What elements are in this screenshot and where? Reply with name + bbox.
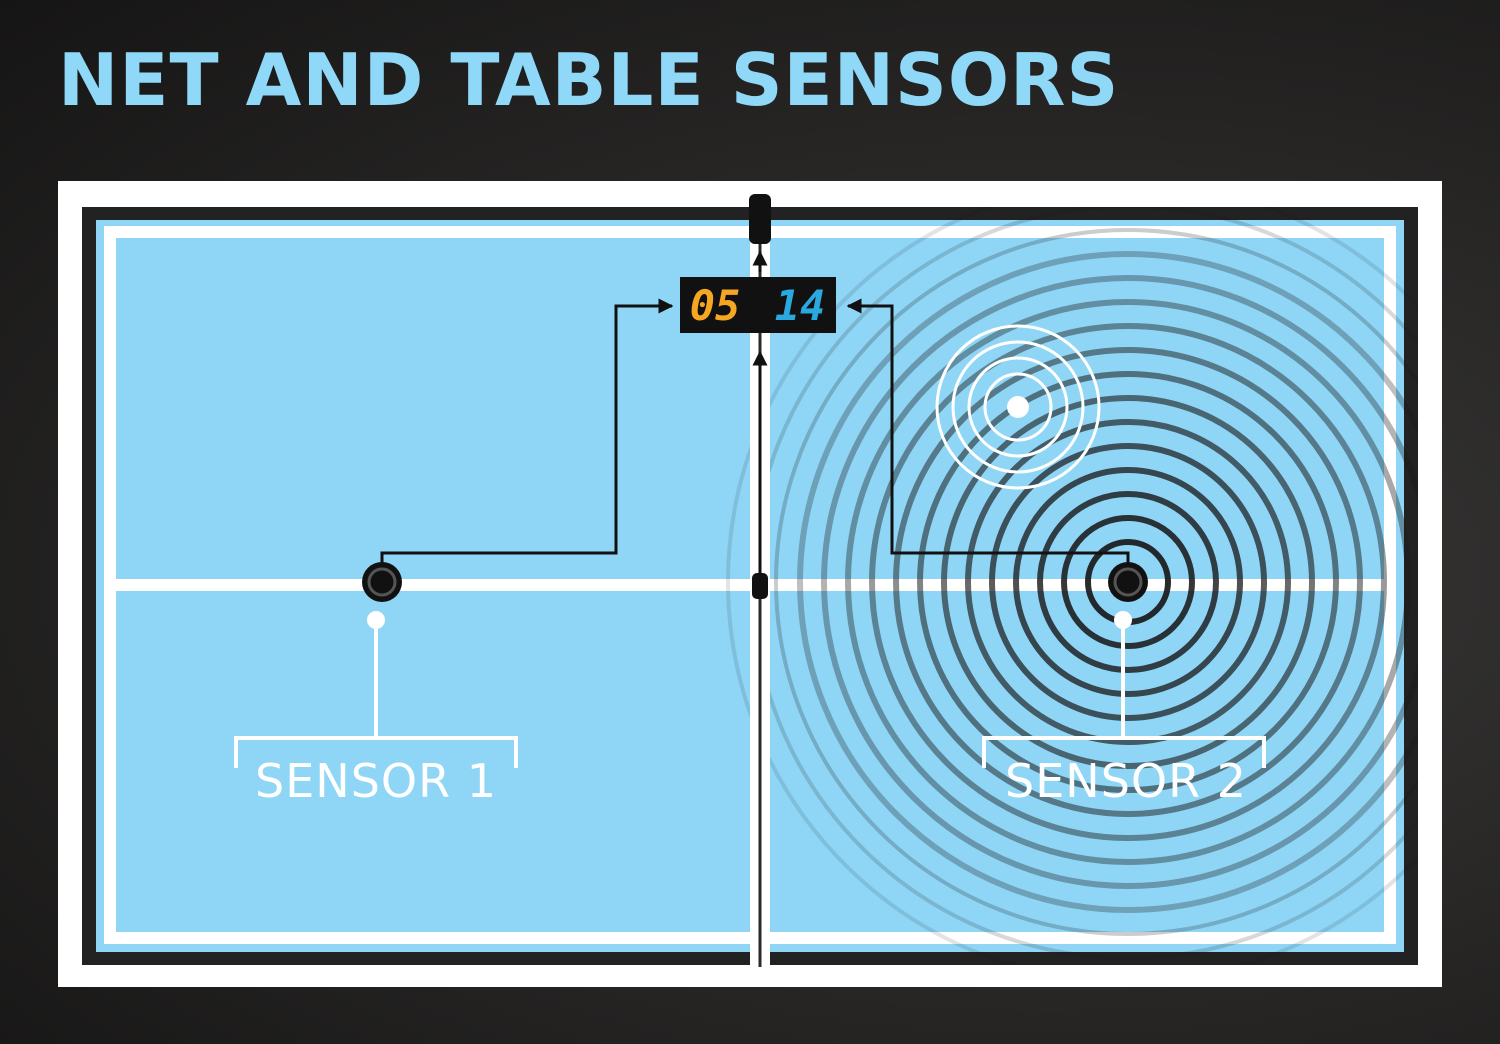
sound-wave-ring: [1061, 515, 1195, 649]
ball-impact: [935, 324, 1101, 490]
sensor-1-label: SENSOR 1: [255, 754, 497, 808]
sound-wave-ring: [989, 443, 1267, 721]
score-right: 14: [775, 281, 826, 330]
page-title: NET AND TABLE SENSORS: [58, 38, 1120, 122]
sound-wave-ring: [941, 395, 1315, 769]
sensor-2-wire: [846, 298, 1130, 572]
sound-wave-ring: [893, 347, 1363, 817]
sensor-2-sound-waves: [726, 207, 1418, 965]
sound-wave-ring: [845, 299, 1411, 865]
scoreboard: 05 14: [680, 277, 836, 333]
sound-wave-ring: [797, 251, 1418, 913]
ball: [1007, 396, 1029, 418]
sound-wave-ring: [821, 275, 1418, 889]
sensor-2-callout: SENSOR 2: [982, 611, 1266, 808]
sensor-1-wire: [380, 298, 674, 572]
net-top-sensor: [749, 194, 771, 244]
sound-wave-ring: [774, 228, 1418, 936]
net-bottom-sensor: [752, 573, 768, 599]
sound-wave-ring: [869, 323, 1387, 841]
sound-wave-ring: [1013, 467, 1243, 697]
sensor-2-device: [1108, 562, 1148, 602]
score-left: 05: [690, 281, 741, 330]
sensor-1-device: [362, 562, 402, 602]
sensor-2-label: SENSOR 2: [1005, 754, 1247, 808]
sound-wave-ring: [965, 419, 1291, 745]
sound-wave-ring: [726, 207, 1418, 965]
sound-wave-ring: [1037, 491, 1219, 673]
sound-wave-ring: [917, 371, 1339, 793]
sensor-1-callout: SENSOR 1: [234, 611, 518, 808]
